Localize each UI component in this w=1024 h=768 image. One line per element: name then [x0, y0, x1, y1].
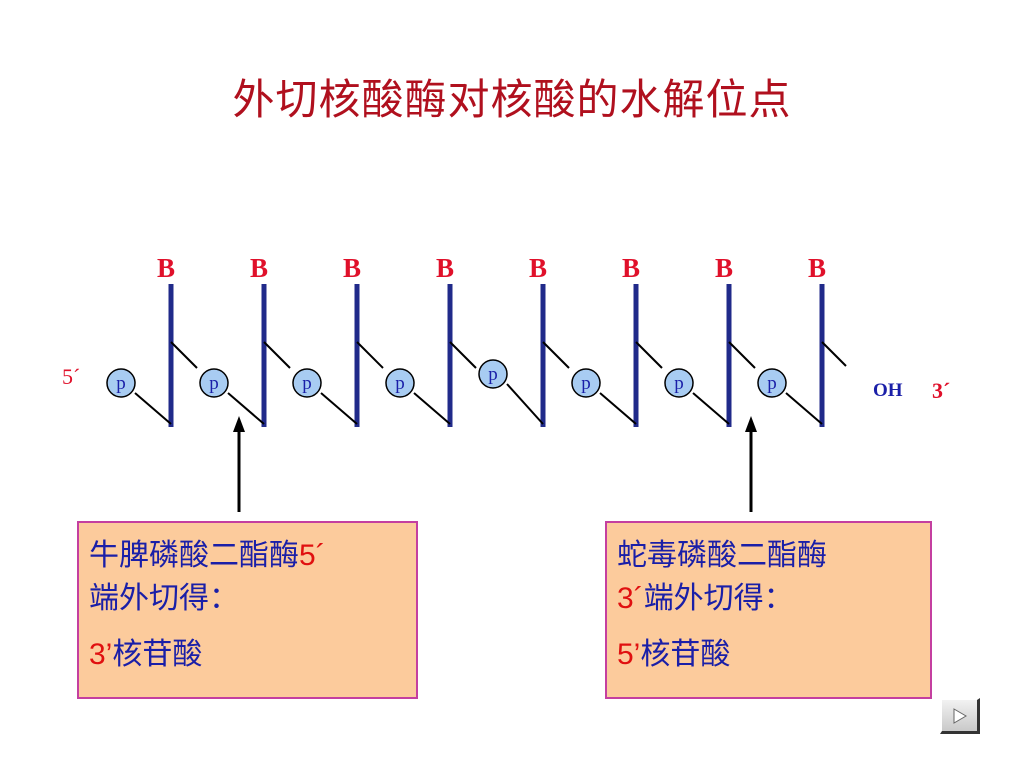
phosphate-label: p [209, 373, 219, 394]
base-label: B [808, 253, 826, 283]
right-line3-text: 核苷酸 [640, 637, 731, 673]
phosphate-circle [478, 359, 508, 389]
backbone-link-lower [599, 392, 637, 425]
right-line2-text: 端外切得： [643, 580, 794, 616]
base-label: B [436, 253, 454, 283]
phosphate-label: p [767, 373, 777, 394]
nucleotide-unit: Bp [571, 253, 663, 427]
right-box-line3: 5’核苷酸 [617, 634, 918, 677]
three-prime-label: 3´ [932, 378, 950, 403]
slide-title: 外切核酸酶对核酸的水解位点 [232, 75, 792, 124]
backbone-link-upper [542, 341, 570, 369]
phosphate-label: p [395, 373, 405, 394]
snake-venom-phosphodiesterase-box: 蛇毒磷酸二酯酶 3´端外切得： 5’核苷酸 [605, 521, 932, 699]
left-box-line1: 牛脾磷酸二酯酶5´ [89, 535, 404, 578]
right-line2-red: 3´ [617, 581, 644, 615]
left-box-line3: 3’核苷酸 [89, 634, 404, 677]
oh-label: OH [873, 380, 903, 401]
backbone-link-upper [356, 341, 384, 369]
base-label: B [622, 253, 640, 283]
base-label: B [343, 253, 361, 283]
arrow-up-icon-left [233, 416, 245, 512]
backbone-link-upper [170, 341, 198, 369]
phosphate-label: p [674, 373, 684, 394]
base-label: B [529, 253, 547, 283]
phosphate-circle [106, 368, 136, 398]
nucleotide-unit: Bp [664, 253, 756, 427]
left-box-line2: 端外切得： [89, 578, 404, 621]
base-label: B [250, 253, 268, 283]
triangle-right-icon [953, 708, 967, 724]
phosphate-circle [664, 368, 694, 398]
phosphate-label: p [116, 373, 126, 394]
base-label: B [715, 253, 733, 283]
left-line2-text: 端外切得： [89, 580, 239, 616]
nucleotide-unit: Bp [385, 253, 477, 427]
phosphate-label: p [581, 373, 591, 394]
left-line3-red: 3’ [89, 638, 113, 672]
nucleotide-unit: Bp [292, 253, 384, 427]
right-box-line1: 蛇毒磷酸二酯酶 [617, 535, 918, 578]
backbone-link-lower [134, 392, 172, 425]
left-line3-text: 核苷酸 [112, 637, 203, 673]
nucleotide-unit: Bp [478, 253, 570, 427]
right-line3-red: 5’ [617, 638, 641, 672]
nucleotide-unit: Bp [106, 253, 198, 427]
right-box-line2: 3´端外切得： [617, 578, 918, 621]
right-line1-text: 蛇毒磷酸二酯酶 [617, 538, 827, 573]
bovine-spleen-phosphodiesterase-box: 牛脾磷酸二酯酶5´ 端外切得： 3’核苷酸 [77, 521, 418, 699]
backbone-link-upper [728, 341, 756, 369]
phosphate-label: p [302, 373, 312, 394]
nucleotide-unit: Bp [199, 253, 291, 427]
arrow-up-icon-right [745, 416, 757, 512]
five-prime-label: 5´ [62, 364, 80, 389]
next-slide-button[interactable] [940, 698, 980, 734]
backbone-link-lower [413, 392, 451, 425]
phosphate-circle [199, 368, 229, 398]
nucleotide-unit: Bp [757, 253, 847, 427]
phosphate-circle [292, 368, 322, 398]
base-label: B [157, 253, 175, 283]
backbone-link-lower [227, 392, 265, 425]
left-line1-red: 5´ [299, 539, 326, 572]
backbone-link-lower [506, 383, 544, 425]
backbone-link-lower [692, 392, 730, 425]
phosphate-circle [571, 368, 601, 398]
phosphate-label: p [488, 364, 498, 385]
backbone-link-terminal [821, 341, 847, 367]
backbone-link-upper [449, 341, 477, 369]
left-line1-text: 牛脾磷酸二酯酶 [89, 538, 299, 573]
backbone-link-lower [320, 392, 358, 425]
backbone-link-upper [635, 341, 663, 369]
backbone-link-upper [263, 341, 291, 369]
phosphate-circle [757, 368, 787, 398]
phosphate-circle [385, 368, 415, 398]
backbone-link-lower [785, 392, 823, 425]
